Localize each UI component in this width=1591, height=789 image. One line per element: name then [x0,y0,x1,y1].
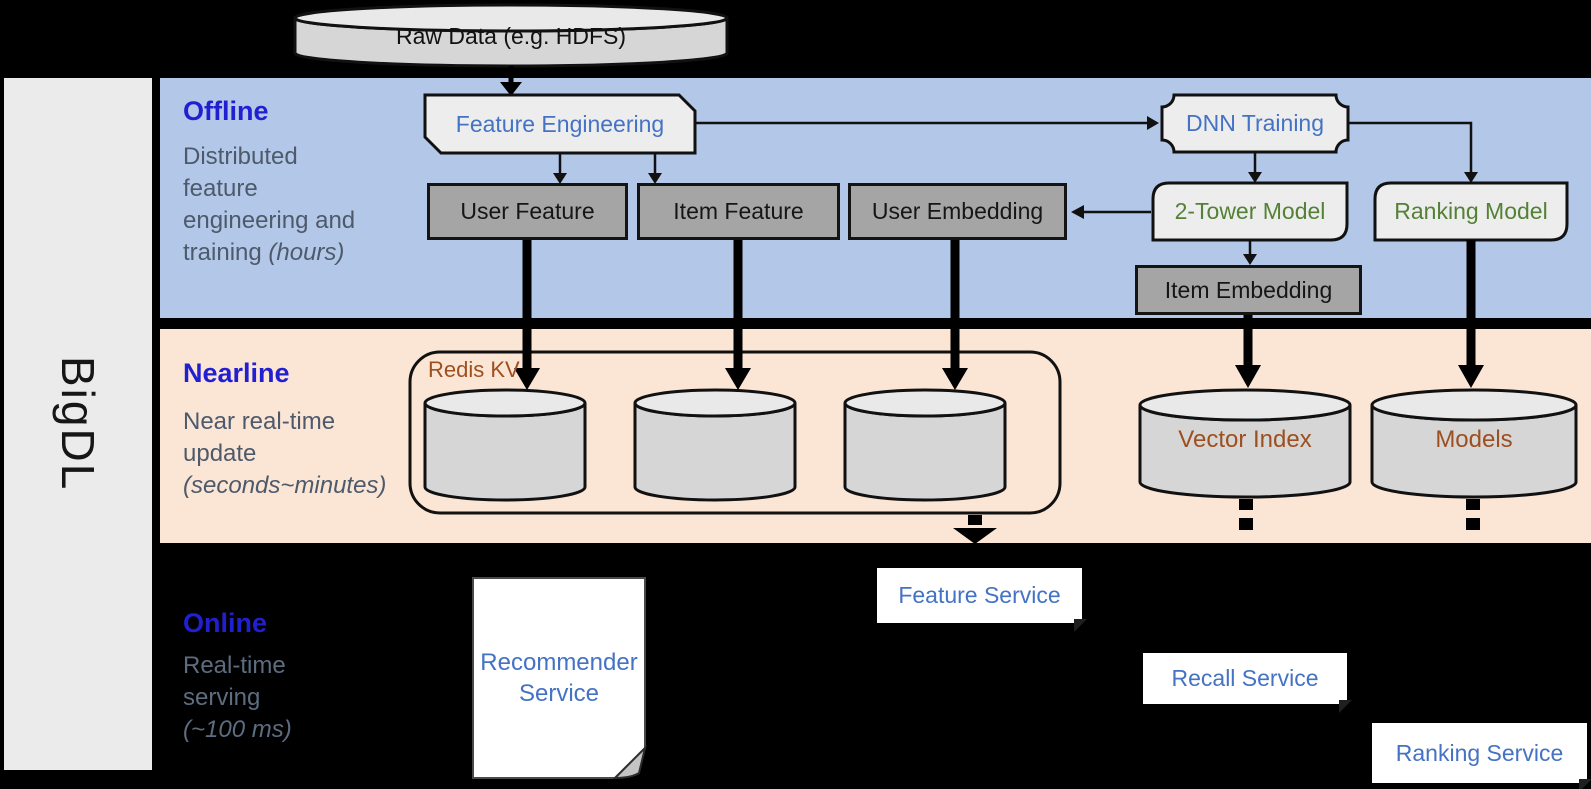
item-embedding-box: Item Embedding [1135,265,1362,315]
redis-kv-label: Redis KV [428,357,520,382]
recall-service-box: Recall Service [1143,653,1352,713]
offline-band-description: Distributed feature engineering and trai… [183,141,413,269]
feature-service-box: Feature Service [877,568,1087,632]
user-embedding-label: User Embedding [871,198,1044,224]
folded-corner-icon [1074,619,1087,632]
vector-index-label: Vector Index [1178,426,1312,453]
recommender-service-label: Recommender Service [480,649,638,707]
online-band-description: Real-time serving (~100 ms) [183,650,383,746]
dnn-training-label: DNN Training [1185,110,1325,136]
models-label: Models [1435,426,1513,453]
folded-corner-icon [1339,700,1352,713]
user-feature-label: User Feature [460,198,595,224]
ranking-service-box: Ranking Service [1372,723,1591,789]
raw-data-label: Raw Data (e.g. HDFS) [395,22,627,49]
ranking-model-label: Ranking Model [1394,198,1548,224]
recall-service-label: Recall Service [1171,665,1319,691]
bigdl-brand: BigDL [4,78,152,770]
bigdl-brand-text: BigDL [52,356,104,492]
item-embedding-label: Item Embedding [1164,276,1333,303]
ranking-service-label: Ranking Service [1395,739,1564,766]
online-desc-line1: Real-time [183,652,286,679]
nearline-band-description: Near real-time update (seconds~minutes) [183,406,423,502]
offline-band-title: Offline [183,96,269,126]
offline-desc-line3: engineering and [183,207,356,234]
offline-desc-line1: Distributed [183,143,298,170]
two-tower-model-label: 2-Tower Model [1174,198,1326,224]
offline-desc-line2: feature [183,175,258,202]
feature-service-label: Feature Service [898,582,1061,608]
online-desc-line2: serving [183,684,261,711]
online-band-title: Online [183,608,268,638]
item-feature-box: Item Feature [637,183,840,240]
online-desc-line3: (~100 ms) [183,716,292,743]
nearline-desc-line1: Near real-time [183,408,336,435]
nearline-desc-line3: (seconds~minutes) [183,472,387,499]
user-feature-box: User Feature [427,183,628,240]
folded-corner-icon [1579,779,1591,789]
bigdl-sidebar [4,78,152,770]
offline-desc-line4: training (hours) [183,239,345,266]
nearline-band-title: Nearline [183,358,290,388]
user-embedding-box: User Embedding [848,183,1067,240]
feature-engineering-label: Feature Engineering [455,110,665,137]
nearline-desc-line2: update [183,440,257,467]
item-feature-label: Item Feature [673,198,804,224]
